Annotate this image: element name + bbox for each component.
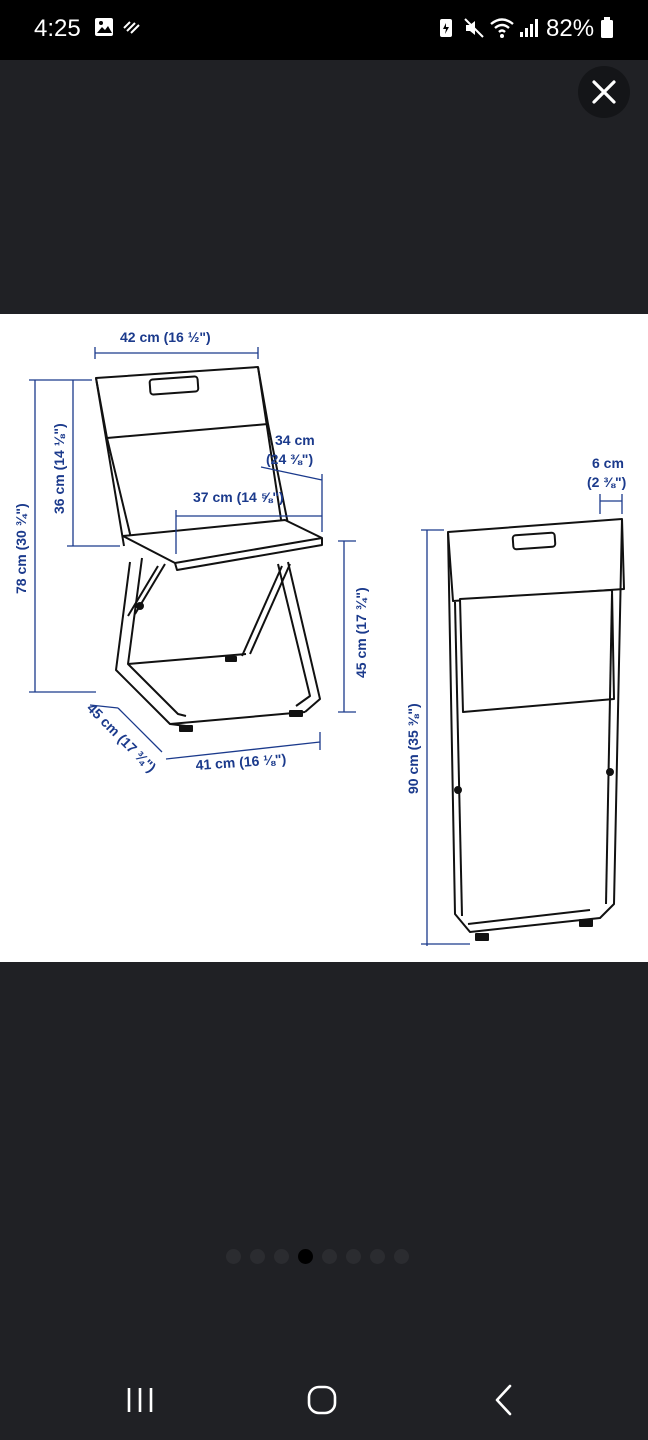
recents-button[interactable]	[120, 1380, 164, 1420]
seat-height-label: 45 cm (17 ¾")	[353, 587, 369, 678]
page-dot-6[interactable]	[346, 1248, 361, 1264]
battery-icon	[601, 17, 613, 38]
product-dimension-image: 42 cm (16 ½") 78 cm (30 ¾") 36 cm (14 ⅛"…	[0, 314, 648, 962]
mute-icon	[464, 18, 484, 38]
width-label: 41 cm (16 ⅛")	[195, 751, 287, 773]
signal-sync-icon	[123, 21, 140, 34]
chair-dimension-diagram: 42 cm (16 ½") 78 cm (30 ¾") 36 cm (14 ⅛"…	[13, 329, 626, 946]
page-dot-5[interactable]	[322, 1248, 337, 1264]
home-icon	[307, 1385, 337, 1415]
battery-percentage: 82%	[546, 15, 595, 42]
gallery-icon	[95, 18, 113, 36]
total-height-label: 78 cm (30 ¾")	[13, 503, 29, 594]
backrest-depth-label-1: 34 cm	[275, 432, 315, 448]
page-indicator	[226, 1248, 409, 1264]
home-button[interactable]	[302, 1380, 342, 1420]
back-height-label: 36 cm (14 ⅛")	[51, 423, 67, 514]
page-dot-7[interactable]	[370, 1248, 385, 1264]
open-chair-dimension-lines	[29, 347, 356, 760]
folded-chair-drawing	[447, 518, 625, 941]
back-button[interactable]	[486, 1380, 522, 1420]
navigation-bar	[0, 1360, 648, 1440]
open-chair-drawing	[95, 366, 323, 732]
page-dot-4-active[interactable]	[298, 1248, 313, 1264]
wifi-icon	[490, 18, 514, 38]
page-dot-2[interactable]	[250, 1248, 265, 1264]
folded-thickness-label-2: (2 ⅜")	[587, 474, 626, 490]
status-time: 4:25	[34, 15, 81, 42]
seat-depth-label: 37 cm (14 ⅝")	[193, 489, 284, 505]
page-dot-3[interactable]	[274, 1248, 289, 1264]
close-button[interactable]	[578, 66, 630, 118]
close-icon	[592, 80, 616, 104]
page-dot-1[interactable]	[226, 1248, 241, 1264]
back-icon	[495, 1384, 512, 1416]
folded-chair-dimension-lines	[421, 494, 623, 946]
battery-saver-icon	[440, 19, 452, 37]
folded-thickness-label-1: 6 cm	[592, 455, 624, 471]
folded-height-label: 90 cm (35 ⅜")	[405, 703, 421, 794]
recents-icon	[127, 1388, 153, 1412]
page-dot-8[interactable]	[394, 1248, 409, 1264]
cell-signal-icon	[520, 19, 538, 37]
seat-width-label: 42 cm (16 ½")	[120, 329, 211, 345]
status-bar: 4:25 82%	[0, 0, 648, 60]
backrest-depth-label-2: (24 ⅜")	[266, 451, 313, 467]
